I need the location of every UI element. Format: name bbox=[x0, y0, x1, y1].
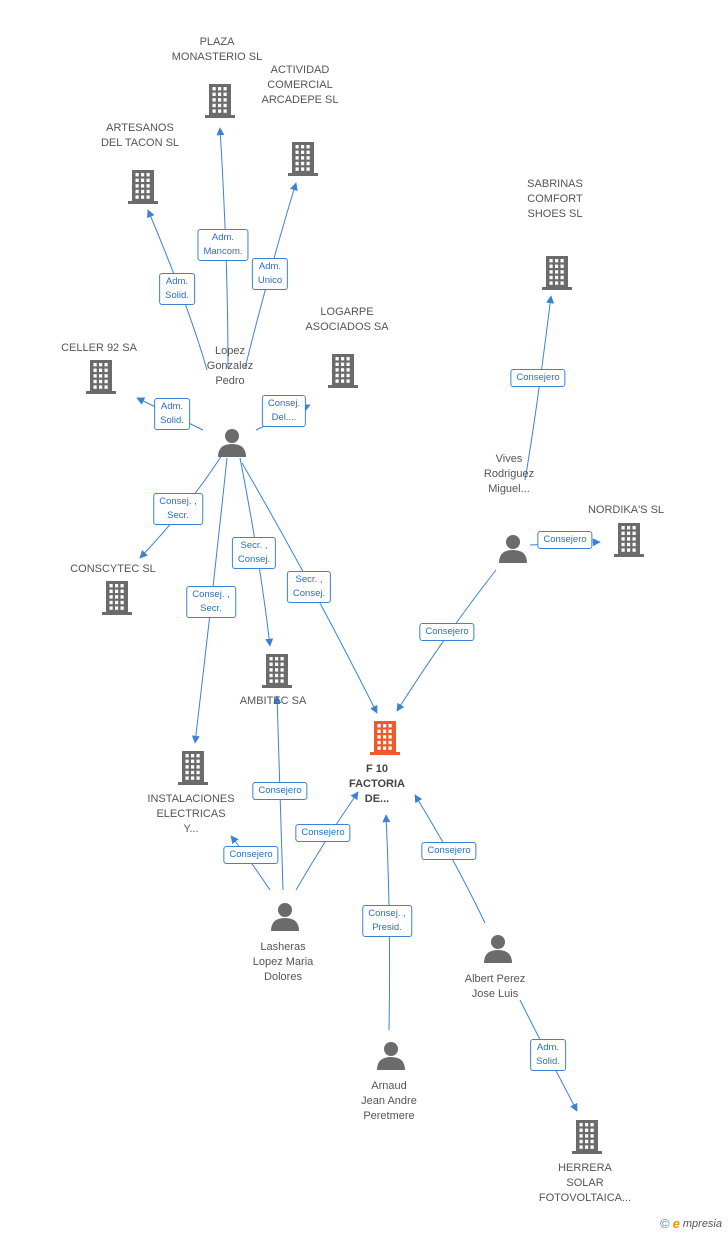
brand-initial: e bbox=[672, 1216, 680, 1231]
edge-label-lasheras-to-instalaciones: Consejero bbox=[223, 846, 279, 864]
brand-name: mpresia bbox=[682, 1217, 722, 1230]
edge-label-lasheras-to-f10: Consejero bbox=[295, 824, 351, 842]
building-icon-sabrinas[interactable] bbox=[542, 256, 572, 290]
edge-label-lopez-to-actividad: Adm.Unico bbox=[251, 258, 289, 290]
building-icon-herrera[interactable] bbox=[572, 1120, 602, 1154]
company-label-ambitec: AMBITEC SA bbox=[239, 695, 307, 707]
edge-label-lopez-to-logarpe: Consej.Del.... bbox=[261, 395, 307, 427]
building-icon-celler[interactable] bbox=[86, 360, 116, 394]
edge-label-lasheras-to-ambitec: Consejero bbox=[252, 782, 308, 800]
edge-label-arnaud-to-f10: Consej. ,Presid. bbox=[362, 905, 412, 937]
edges-layer bbox=[136, 127, 601, 1112]
building-icon-f10[interactable] bbox=[370, 721, 400, 755]
edge-label-lopez-to-conscytec: Consej. ,Secr. bbox=[153, 493, 203, 525]
edge-label-lopez-to-ambitec: Secr. ,Consej. bbox=[231, 537, 277, 569]
company-label-celler: CELLER 92 SA bbox=[61, 342, 137, 354]
person-icon-albert[interactable] bbox=[484, 935, 512, 963]
building-icon-actividad[interactable] bbox=[288, 142, 318, 176]
building-icon-instalaciones[interactable] bbox=[178, 751, 208, 785]
building-icon-plaza[interactable] bbox=[205, 84, 235, 118]
company-label-nordikas: NORDIKA'S SL bbox=[587, 504, 665, 516]
copyright-icon: © bbox=[660, 1216, 670, 1231]
edge-label-albert-to-herrera: Adm.Solid. bbox=[530, 1039, 566, 1071]
edge-label-vives-to-nordikas: Consejero bbox=[537, 531, 593, 549]
edge-label-vives-to-sabrinas: Consejero bbox=[510, 369, 566, 387]
edge-label-vives-to-f10: Consejero bbox=[419, 623, 475, 641]
building-icon-logarpe[interactable] bbox=[328, 354, 358, 388]
icons-layer bbox=[86, 84, 644, 1154]
person-icon-lasheras[interactable] bbox=[271, 903, 299, 931]
person-icon-vives[interactable] bbox=[499, 535, 527, 563]
edge-label-lopez-to-artesanos: Adm.Solid. bbox=[159, 273, 195, 305]
edge-label-lopez-to-celler: Adm.Solid. bbox=[154, 398, 190, 430]
person-icon-arnaud[interactable] bbox=[377, 1042, 405, 1070]
company-label-conscytec: CONSCYTEC SL bbox=[70, 563, 156, 575]
building-icon-conscytec[interactable] bbox=[102, 581, 132, 615]
building-icon-nordikas[interactable] bbox=[614, 523, 644, 557]
edge-label-albert-to-f10: Consejero bbox=[421, 842, 477, 860]
building-icon-artesanos[interactable] bbox=[128, 170, 158, 204]
edge-label-lopez-to-plaza: Adm.Mancom. bbox=[197, 229, 249, 261]
edge-vives-to-sabrinas bbox=[524, 295, 555, 481]
edge-label-lopez-to-instalaciones: Consej. ,Secr. bbox=[186, 586, 236, 618]
building-icon-ambitec[interactable] bbox=[262, 654, 292, 688]
person-icon-lopez[interactable] bbox=[218, 429, 246, 457]
edge-label-lopez-to-f10: Secr. ,Consej. bbox=[286, 571, 332, 603]
